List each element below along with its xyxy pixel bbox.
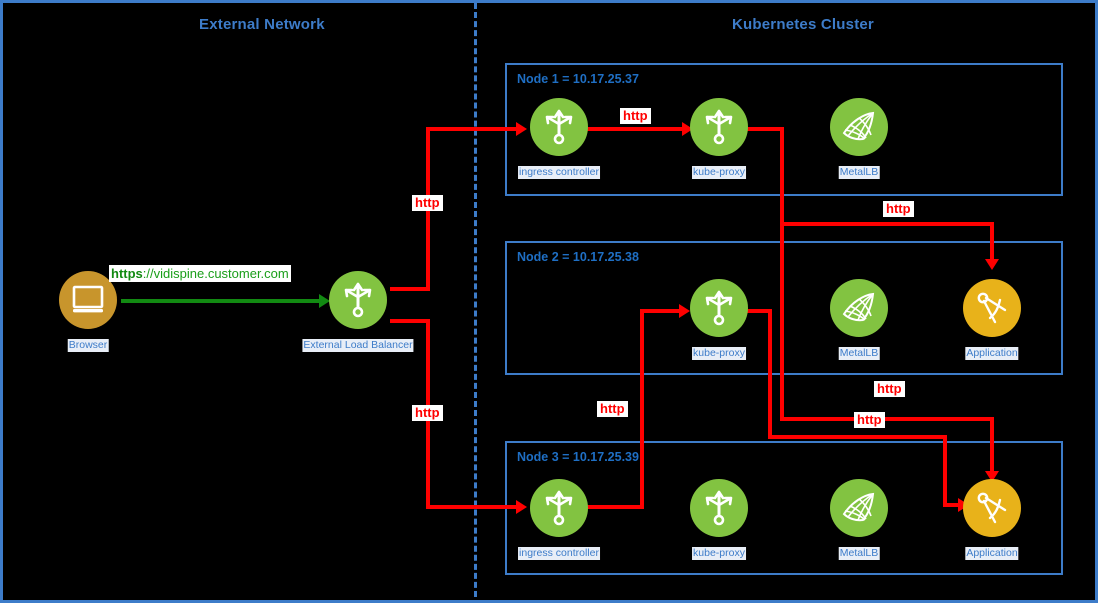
edge-trunk-to-app3-arrowhead [985,471,999,482]
edge-trunk-to-app3-v [990,417,994,475]
trident-icon [530,479,588,537]
component-label: MetalLB [838,166,880,179]
edge-kubeproxy2-to-app3-v1 [768,309,772,439]
edge-lb-to-node1-h1 [390,287,430,291]
edge-kubeproxy2-to-app3-h1 [747,309,772,313]
mesh-net-icon [830,279,888,337]
node-3-kube-proxy[interactable]: kube-proxy [689,479,749,560]
edge-kubeproxy1-trunk-h [747,127,784,131]
http-label-ingress1-to-kubeproxy1: http [620,108,651,124]
http-label-kubeproxy2-to-app3: http [854,412,885,428]
edge-kubeproxy2-to-app3-h2 [768,435,947,439]
url-label-https: https://vidispine.customer.com [109,265,291,282]
component-label: ingress controller [518,166,600,179]
node-1-metallb[interactable]: MetalLB [829,98,889,179]
trident-icon [690,98,748,156]
edge-lb-to-node1-arrowhead [516,122,527,136]
http-label-lb-to-node1: http [412,195,443,211]
network-boundary-divider [474,3,477,600]
component-label: kube-proxy [692,547,746,560]
edge-lb-to-node3-arrowhead [516,500,527,514]
trident-icon [530,98,588,156]
node-3-application[interactable]: Application [962,479,1022,560]
edge-lb-to-node3-h1 [390,319,430,323]
mesh-net-icon [830,98,888,156]
edge-browser-to-lb-arrowhead [319,294,330,308]
component-label: MetalLB [838,347,880,360]
edge-lb-to-node1-h2 [426,127,520,131]
edge-ingress3-to-kubeproxy2-arrowhead [679,304,690,318]
node-2-kube-proxy[interactable]: kube-proxy [689,279,749,360]
component-label: MetalLB [838,547,880,560]
node-1-label: Node 1 = 10.17.25.37 [517,72,639,86]
edge-trunk-to-app3-h [780,417,994,421]
edge-ingress3-to-kubeproxy2-h1 [587,505,644,509]
trident-icon [329,271,387,329]
component-label: kube-proxy [692,166,746,179]
http-label-kubeproxy1-to-app3: http [874,381,905,397]
edge-kubeproxy2-to-app3-h3 [943,503,963,507]
url-host: ://vidispine.customer.com [142,266,289,281]
edge-trunk-to-app2-arrowhead [985,259,999,270]
node-3-ingress-controller[interactable]: ingress controller [518,479,600,560]
node-1-kube-proxy[interactable]: kube-proxy [689,98,749,179]
component-label: Application [965,347,1019,360]
external-network-title: External Network [199,16,325,33]
node-external-load-balancer[interactable]: External Load Balancer [302,271,414,352]
kubernetes-cluster-title: Kubernetes Cluster [732,16,874,33]
trident-icon [690,479,748,537]
node-2-metallb[interactable]: MetalLB [829,279,889,360]
node-box-node-2: Node 2 = 10.17.25.38 [505,241,1063,375]
trident-icon [690,279,748,337]
compass-icon [963,479,1021,537]
edge-kubeproxy2-to-app3-v2 [943,435,947,507]
component-label: kube-proxy [692,347,746,360]
edge-ingress3-to-kubeproxy2-h2 [640,309,683,313]
node-3-metallb[interactable]: MetalLB [829,479,889,560]
mesh-net-icon [830,479,888,537]
node-browser[interactable]: Browser [58,271,118,352]
edge-trunk-to-app2-h [780,222,994,226]
edge-ingress1-to-kubeproxy1-arrowhead [682,122,693,136]
edge-trunk-to-app2-v [990,222,994,263]
http-label-lb-to-node3: http [412,405,443,421]
browser-label: Browser [67,339,109,352]
monitor-icon [59,271,117,329]
compass-icon [963,279,1021,337]
http-label-ingress3-to-kubeproxy2: http [597,401,628,417]
edge-kubeproxy1-trunk-v [780,127,784,421]
http-label-kubeproxy1-to-app2: http [883,201,914,217]
node-2-application[interactable]: Application [962,279,1022,360]
component-label: Application [965,547,1019,560]
component-label: ingress controller [518,547,600,560]
node-3-label: Node 3 = 10.17.25.39 [517,450,639,464]
edge-lb-to-node3-h2 [426,505,520,509]
edge-browser-to-lb [121,299,319,303]
url-scheme: https [111,266,143,281]
edge-ingress1-to-kubeproxy1 [587,127,686,131]
node-1-ingress-controller[interactable]: ingress controller [518,98,600,179]
external-load-balancer-label: External Load Balancer [302,339,414,352]
edge-ingress3-to-kubeproxy2-v [640,309,644,509]
node-2-label: Node 2 = 10.17.25.38 [517,250,639,264]
